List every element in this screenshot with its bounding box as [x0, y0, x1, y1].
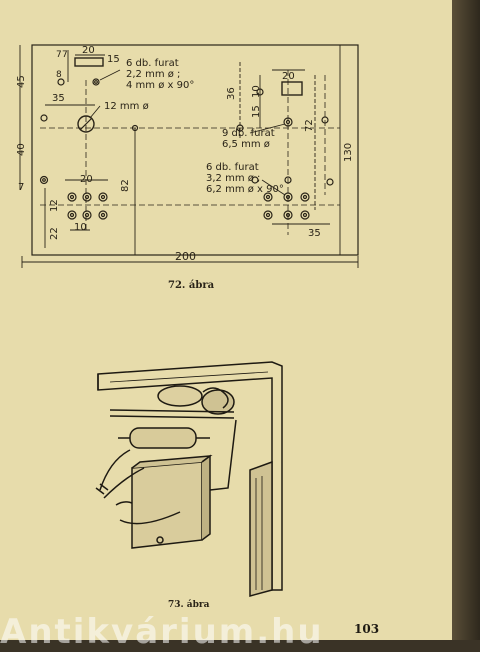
- holes: [39, 78, 334, 220]
- figure-73-caption: 73. ábra: [168, 600, 210, 610]
- note-a-line2: 2,2 mm ø ;: [126, 69, 180, 80]
- dim-45: 45: [16, 75, 27, 88]
- dim-15: 15: [107, 54, 120, 65]
- dim-35-left: 35: [52, 93, 65, 104]
- watermark: Antikvárium.hu: [0, 612, 324, 652]
- dim-12: 12: [49, 199, 60, 212]
- page-edge-shadow: [452, 0, 480, 640]
- note-c-line2: 6,5 mm ø: [222, 139, 270, 150]
- dim-82: 82: [120, 179, 131, 192]
- book-page: [0, 0, 452, 640]
- dim-22: 22: [49, 227, 60, 240]
- cutout-right: [281, 81, 303, 96]
- dim-130: 130: [343, 143, 354, 162]
- dim-72: 72: [304, 119, 315, 132]
- dim-10-right: 10: [251, 85, 262, 98]
- dim-20-right: 20: [282, 71, 295, 82]
- dim-10-bottom: 10: [74, 222, 87, 233]
- dim-8: 8: [56, 70, 62, 80]
- wiring-illustration-73: [95, 361, 283, 597]
- dim-15-right: 15: [251, 105, 262, 118]
- note-c-line1: 9 db. furat: [222, 128, 275, 139]
- note-a-line3: 4 mm ø x 90°: [126, 80, 194, 91]
- plate-outline: [31, 44, 359, 256]
- dim-36: 36: [226, 87, 237, 100]
- dim-7a: 7: [56, 50, 62, 60]
- note-b: 12 mm ø: [104, 101, 149, 112]
- note-e-line2: 3,2 mm ø ;: [206, 173, 260, 184]
- dim-20-mid: 20: [80, 174, 93, 185]
- note-a-line1: 6 db. furat: [126, 58, 179, 69]
- hole-12mm: [77, 115, 95, 133]
- dim-20-top: 20: [82, 45, 95, 56]
- figure-72-caption: 72. ábra: [168, 280, 215, 291]
- cutout-left: [74, 57, 104, 67]
- note-e-line1: 6 db. furat: [206, 162, 259, 173]
- dim-35-right: 35: [308, 228, 321, 239]
- dim-200: 200: [175, 250, 196, 263]
- note-e-line3: 6,2 mm ø x 90°: [206, 184, 284, 195]
- dim-40: 40: [16, 143, 27, 156]
- technical-drawing-72: 20 15 7 7 8 45 35 40 7 20 12 22 10 82 20…: [16, 44, 359, 268]
- dim-7b: 7: [62, 50, 68, 60]
- page-number: 103: [354, 622, 380, 636]
- dim-7-left: 7: [18, 182, 24, 193]
